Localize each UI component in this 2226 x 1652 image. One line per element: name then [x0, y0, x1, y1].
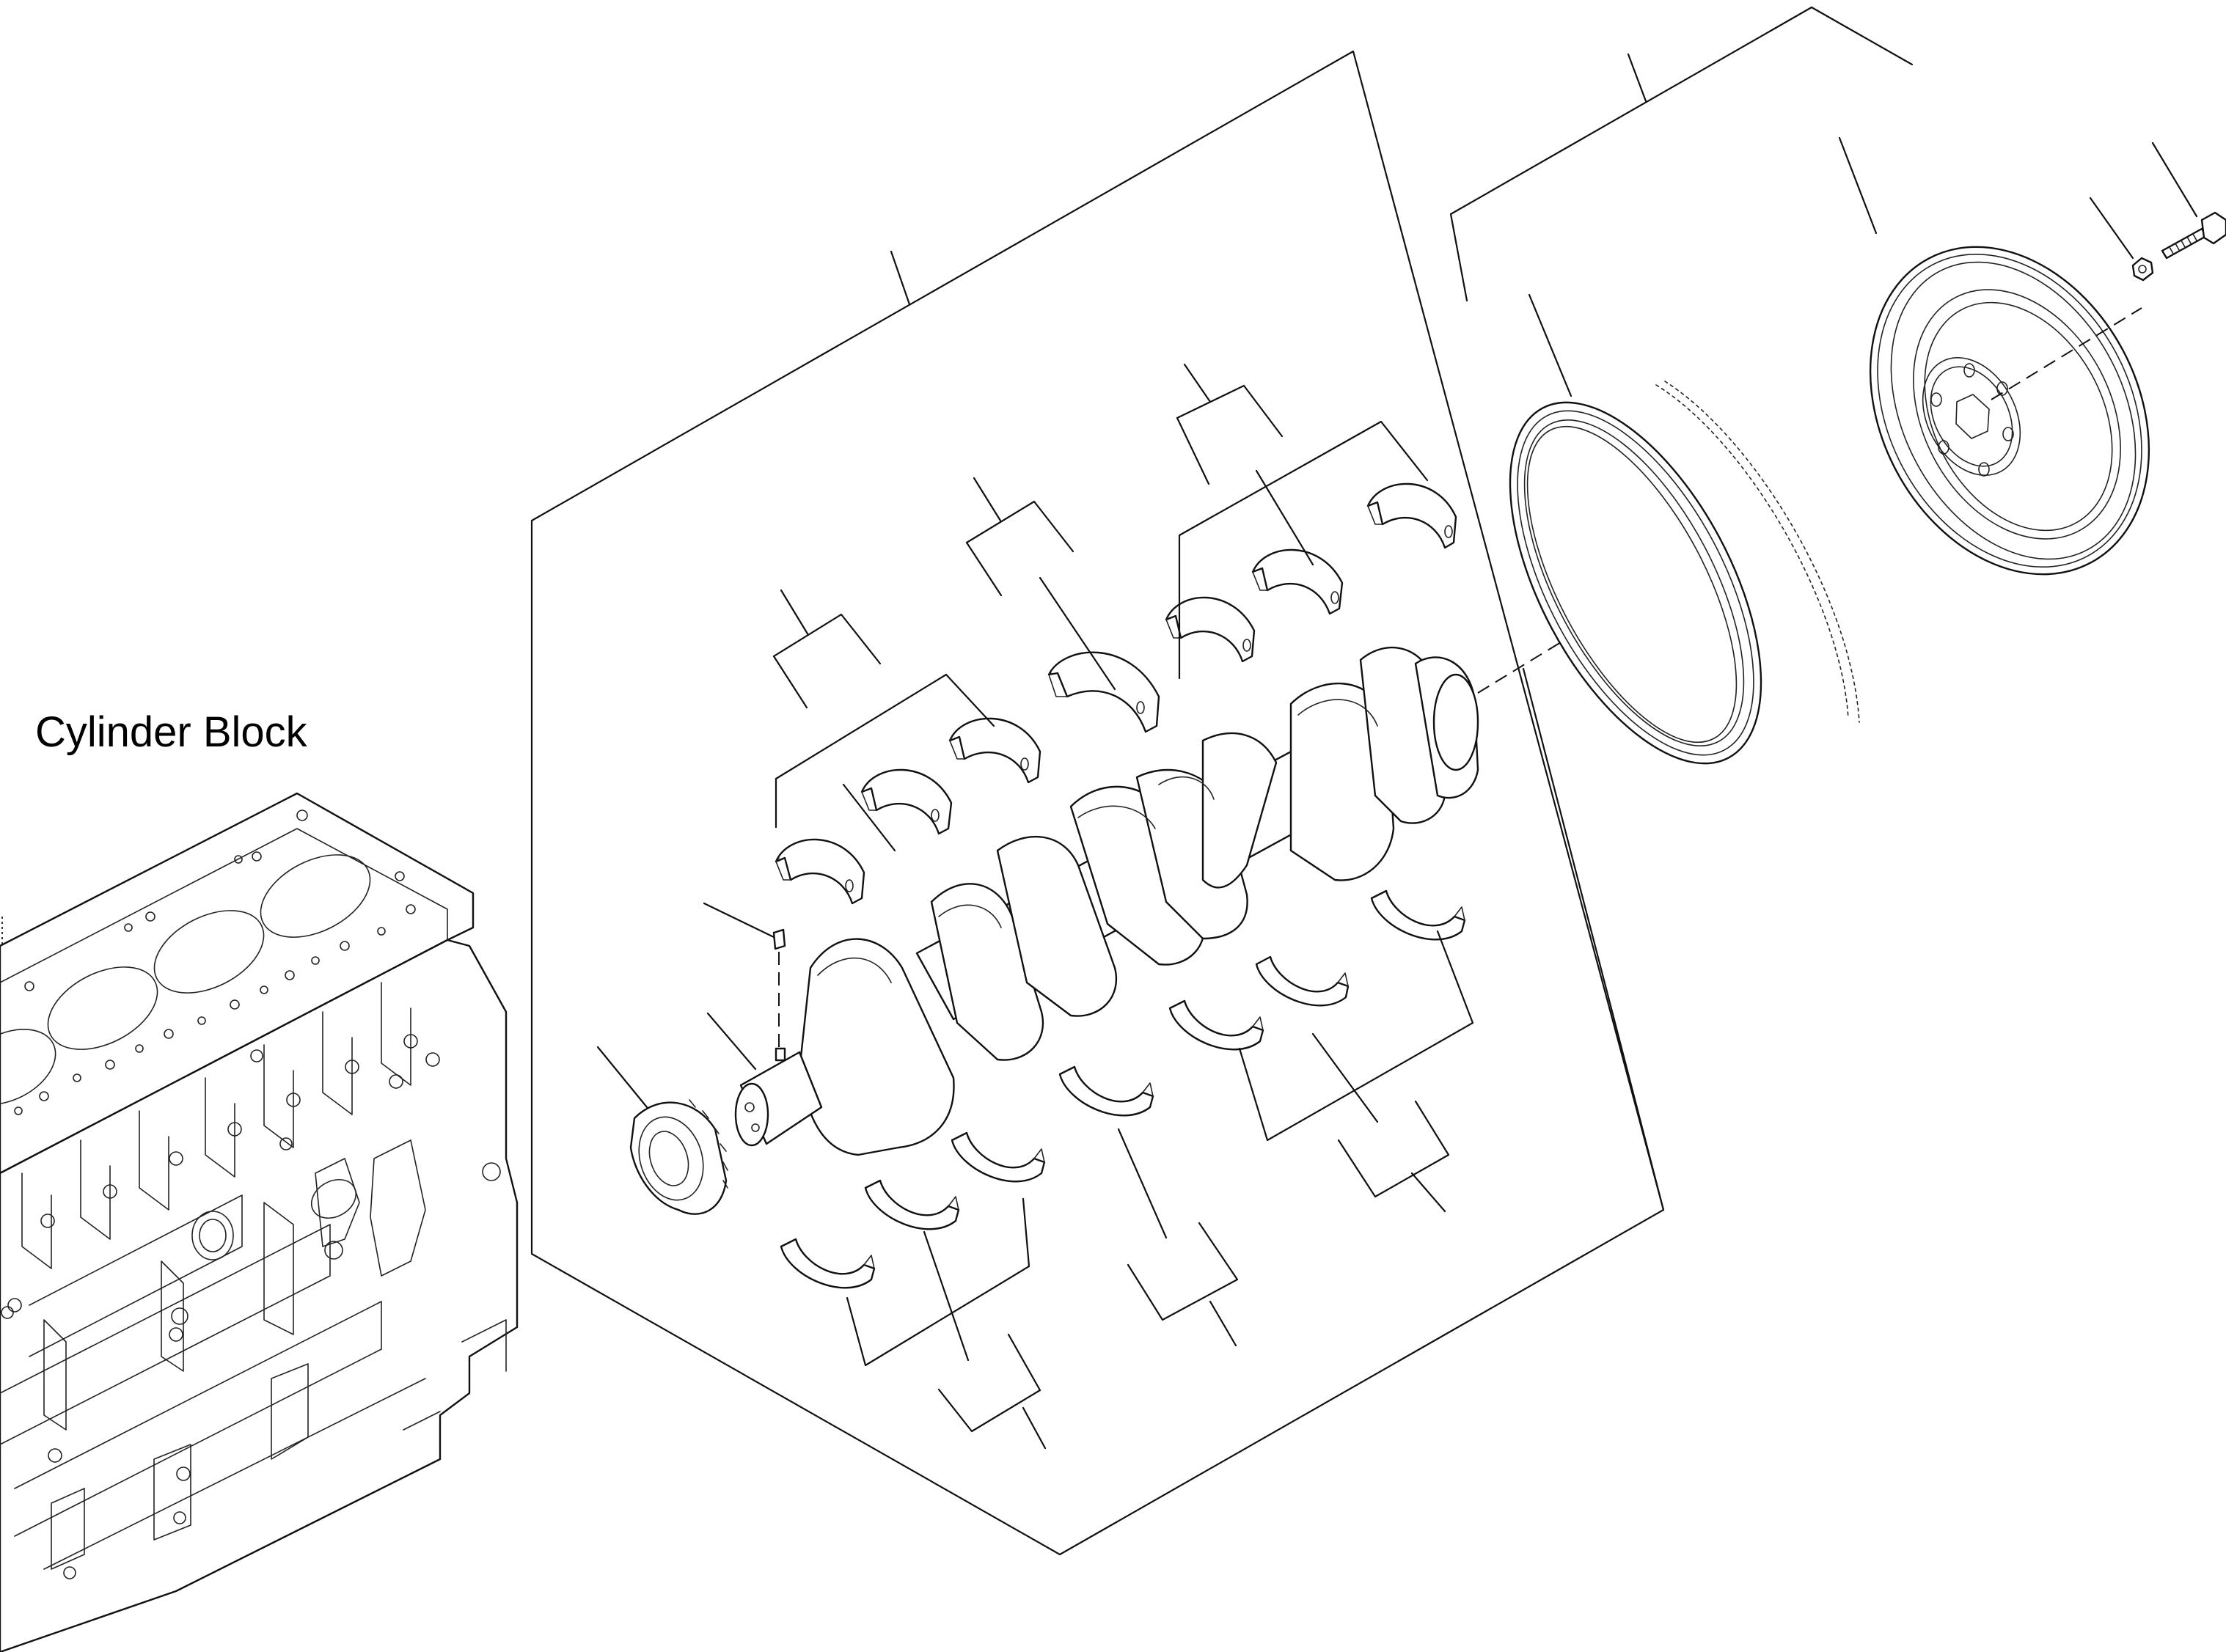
upper-main-bearing-4[interactable]	[1047, 651, 1160, 733]
flywheel[interactable]	[1815, 136, 2204, 623]
crank-key[interactable]	[703, 902, 786, 1049]
flywheel-bolt[interactable]	[2151, 142, 2226, 260]
flywheel-bolt-washer[interactable]	[2089, 197, 2154, 282]
crankshaft-group-frame	[530, 50, 1665, 1556]
upper-main-bearing-2[interactable]	[860, 768, 953, 835]
cylinder-block-label: Cylinder Block	[35, 708, 308, 756]
lower-main-bearing-1[interactable]	[780, 1238, 876, 1289]
lower-main-bearing-4[interactable]	[1058, 1065, 1154, 1117]
upper-main-bearing-3[interactable]	[948, 717, 1041, 784]
upper-main-bearing-6[interactable]	[1251, 548, 1344, 615]
callout-brackets-lower	[846, 930, 1474, 1450]
upper-main-bearing-7[interactable]	[1366, 482, 1457, 549]
lower-main-bearing-6[interactable]	[1255, 955, 1350, 1007]
callout-brackets-upper	[772, 363, 1429, 852]
lower-main-bearing-7[interactable]	[1370, 889, 1466, 941]
flywheel-group-frame	[1449, 6, 1914, 1211]
upper-main-bearing-5[interactable]	[1165, 596, 1256, 663]
lower-main-bearing-3[interactable]	[951, 1131, 1046, 1183]
crankshaft[interactable]	[734, 646, 1479, 1156]
lower-main-bearing-2[interactable]	[864, 1179, 960, 1230]
flywheel-ring-gear[interactable]	[1458, 293, 1860, 802]
cylinder-block[interactable]	[0, 792, 519, 1652]
crankshaft-timing-gear[interactable]	[596, 1012, 757, 1215]
lower-main-bearing-5[interactable]	[1168, 999, 1264, 1051]
upper-main-bearing-1[interactable]	[775, 838, 865, 905]
